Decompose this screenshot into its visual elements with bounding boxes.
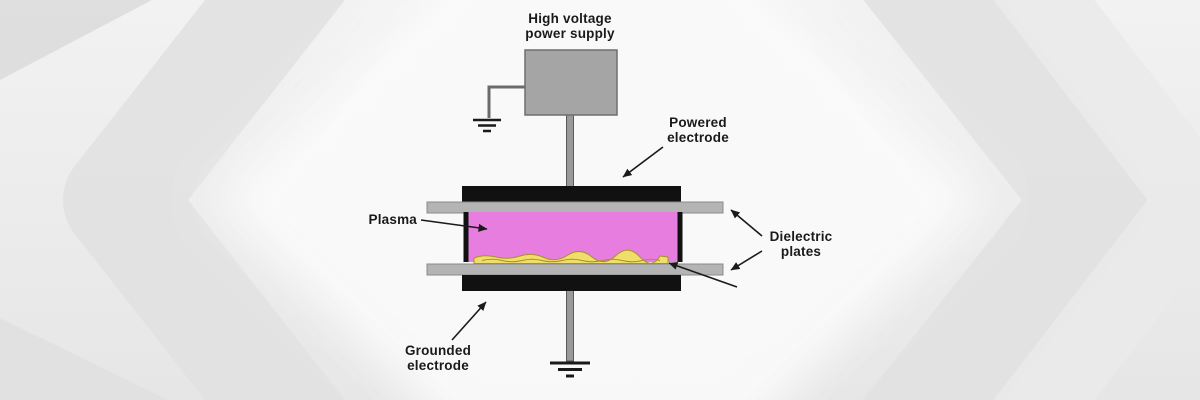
- labels: High voltage power supply Powered electr…: [369, 11, 833, 373]
- powered-electrode: [462, 186, 681, 202]
- grounded-electrode-label-line2: electrode: [407, 358, 469, 373]
- annotation-arrows: [420, 146, 763, 341]
- power-supply-label-line2: power supply: [525, 26, 615, 41]
- dielectric-plates-label-line1: Dielectric: [770, 229, 833, 244]
- dielectric-bottom-arrow: [730, 250, 763, 271]
- sample-arrow: [668, 262, 738, 288]
- grounded-electrode: [462, 275, 681, 291]
- ground-symbol-bottom: [550, 361, 590, 378]
- ground-wire-top: [487, 85, 525, 118]
- power-supply-label-line1: High voltage: [528, 11, 612, 26]
- dielectric-plates-label-line2: plates: [781, 244, 821, 259]
- powered-electrode-label-line2: electrode: [667, 130, 729, 145]
- watermark-topleft-corner: [0, 0, 152, 80]
- watermark-left-chevron: [63, 0, 345, 400]
- grounded-electrode-label-line1: Grounded: [405, 343, 471, 358]
- powered-electrode-label-line1: Powered: [669, 115, 727, 130]
- reactor-cell: [426, 186, 724, 291]
- watermark-right-chevron-outer: [993, 0, 1200, 400]
- cell-wall-right: [677, 212, 683, 262]
- grounded-electrode-arrow: [451, 301, 487, 341]
- watermark-bottomleft-corner: [0, 318, 168, 400]
- powered-electrode-arrow: [622, 146, 664, 178]
- cell-wall-left: [463, 212, 469, 262]
- power-supply-box: [524, 49, 618, 116]
- stem-bottom: [566, 289, 574, 362]
- watermark-right-chevron: [863, 0, 1147, 400]
- sample-texture: [481, 258, 661, 263]
- plasma-arrow: [420, 219, 488, 232]
- stem-top: [566, 113, 574, 189]
- dielectric-top-arrow: [730, 209, 763, 237]
- ground-symbol-top: [473, 118, 501, 133]
- dielectric-plate-top: [426, 201, 724, 214]
- plasma-label: Plasma: [369, 212, 418, 227]
